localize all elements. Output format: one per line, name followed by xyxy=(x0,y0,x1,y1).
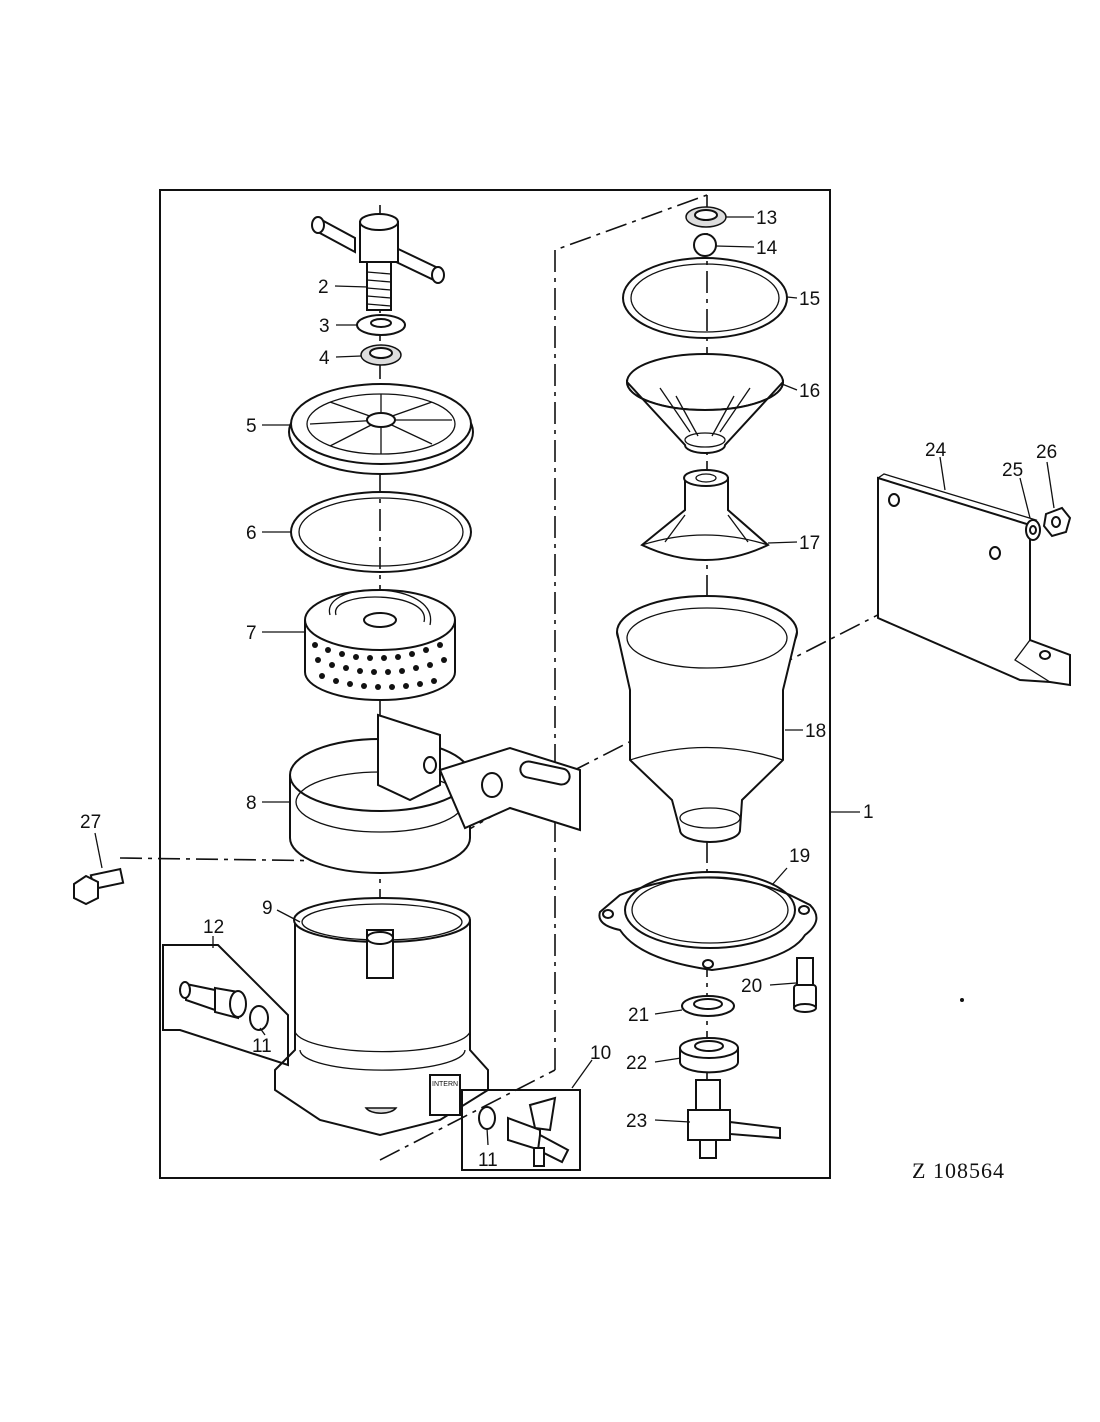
callout-23: 23 xyxy=(626,1111,647,1132)
clamp-band-bracket xyxy=(289,713,581,874)
filter-base-housing: INTERN xyxy=(274,897,489,1137)
callout-5: 5 xyxy=(246,416,257,437)
callout-16: 16 xyxy=(799,381,820,402)
washer-3 xyxy=(356,314,406,336)
callout-9: 9 xyxy=(262,898,273,919)
callout-15: 15 xyxy=(799,289,820,310)
callout-20: 20 xyxy=(741,976,762,997)
adapter-nut-22 xyxy=(679,1037,739,1074)
spreader-cone-17 xyxy=(640,469,770,561)
glass-bowl-18 xyxy=(616,595,798,843)
lock-washer-25 xyxy=(1025,519,1041,541)
callout-26: 26 xyxy=(1036,442,1057,463)
gasket-6 xyxy=(290,491,472,573)
deflector-cone-16 xyxy=(625,353,785,454)
callout-2: 2 xyxy=(318,277,329,298)
assembly-axis-lines xyxy=(119,194,996,1161)
drain-tap-subkit xyxy=(461,1089,581,1171)
mounting-plate-24 xyxy=(877,473,1071,687)
callout-4: 4 xyxy=(319,348,330,369)
bowl-ring-19 xyxy=(598,871,818,972)
seal-ring-4 xyxy=(360,344,402,366)
washer-21 xyxy=(681,995,735,1017)
drawing-code: Z 108564 xyxy=(912,1158,1005,1183)
callout-18: 18 xyxy=(805,721,826,742)
callout-10: 10 xyxy=(590,1043,611,1064)
callout-24: 24 xyxy=(925,440,947,461)
callout-25: 25 xyxy=(1002,460,1023,481)
check-ball-14 xyxy=(693,233,717,257)
callout-19: 19 xyxy=(789,846,810,867)
fitting-subkit xyxy=(162,944,289,1067)
bolt-27 xyxy=(73,867,125,906)
callout-27: 27 xyxy=(80,812,101,833)
filter-head-cover xyxy=(288,383,474,475)
callout-labels: 1 2 3 4 5 6 7 8 9 10 11 11 12 13 14 15 1… xyxy=(80,208,1057,1171)
filter-element xyxy=(304,589,456,701)
stray-dot xyxy=(960,998,964,1002)
seal-ring-13 xyxy=(685,206,727,228)
leader-lines xyxy=(94,216,1055,1146)
drain-tap-23 xyxy=(687,1079,781,1159)
callout-11-left: 11 xyxy=(252,1036,272,1057)
callout-7: 7 xyxy=(246,623,257,644)
gasket-15 xyxy=(622,257,788,339)
kit-frame xyxy=(159,189,831,1179)
callout-8: 8 xyxy=(246,793,257,814)
callout-6: 6 xyxy=(246,523,257,544)
callout-17: 17 xyxy=(799,533,820,554)
callout-3: 3 xyxy=(319,316,330,337)
decal-text: INTERN xyxy=(432,1081,458,1088)
callout-22: 22 xyxy=(626,1053,647,1074)
callout-21: 21 xyxy=(628,1005,649,1026)
t-handle-bolt xyxy=(311,213,445,311)
callout-12: 12 xyxy=(203,917,224,938)
callout-1: 1 xyxy=(863,802,874,823)
callout-11-right: 11 xyxy=(478,1150,498,1171)
callout-14: 14 xyxy=(756,238,778,259)
hex-nut-26 xyxy=(1042,506,1072,538)
cap-screw-20 xyxy=(793,957,817,1013)
callout-13: 13 xyxy=(756,208,777,229)
